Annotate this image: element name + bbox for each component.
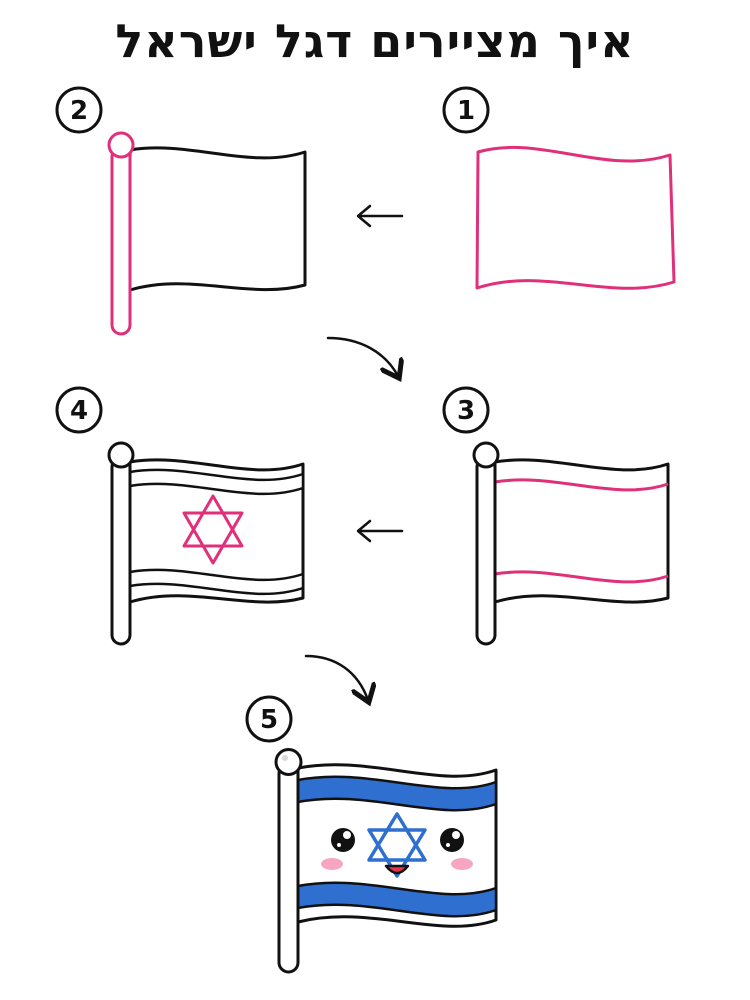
step-4-bottom-stripe (128, 568, 305, 596)
step-5-bottom-blue-stripe (296, 881, 498, 918)
step-2-pole (110, 146, 132, 336)
step-4-number: 4 (70, 396, 88, 426)
step-3-number: 3 (457, 396, 475, 426)
step-4-top-stripe (128, 468, 305, 496)
step-1-number: 1 (457, 96, 475, 126)
step-4-flag (128, 458, 305, 604)
step-2-badge (55, 86, 103, 134)
step-5-top-blue-stripe (296, 775, 498, 812)
arrow-step-1-to-2 (356, 204, 404, 228)
step-1-flag-outline (475, 145, 676, 290)
arrow-step-4-to-5 (304, 654, 368, 700)
step-4-badge (55, 386, 103, 434)
left-eye (331, 828, 355, 852)
right-eye (440, 828, 464, 852)
step-5: 5 (245, 695, 498, 974)
step-2: 2 (55, 86, 307, 336)
step-4-star-of-david (182, 494, 244, 565)
step-2-pole-cap (107, 131, 135, 159)
step-3-flag (493, 458, 670, 604)
left-cheek (321, 858, 343, 870)
step-4: 4 (55, 386, 305, 646)
step-5-face (321, 828, 473, 875)
step-5-star-of-david (367, 812, 427, 878)
step-5-pole-cap (274, 748, 303, 776)
step-4-pole-cap (107, 441, 135, 469)
step-5-badge (245, 695, 293, 743)
step-2-flag (128, 146, 307, 292)
step-3-bottom-stripe-guide (494, 570, 669, 584)
page-title: איך מציירים דגל ישראל (115, 14, 635, 68)
step-5-pole-cap-shine (282, 755, 288, 761)
arrow-step-3-to-4 (356, 519, 404, 543)
mouth (384, 864, 410, 875)
step-5-number: 5 (260, 705, 278, 735)
step-3-pole-cap (472, 441, 500, 469)
step-2-number: 2 (70, 96, 88, 126)
step-3: 3 (442, 386, 670, 646)
step-1-badge (442, 86, 490, 134)
step-3-badge (442, 386, 490, 434)
step-3-top-stripe-guide (494, 478, 669, 492)
arrow-step-2-to-3 (326, 336, 398, 376)
step-3-pole (475, 456, 497, 646)
step-4-pole (110, 456, 132, 646)
step-5-pole (277, 762, 300, 974)
right-cheek (451, 858, 473, 870)
step-1: 1 (442, 86, 676, 290)
